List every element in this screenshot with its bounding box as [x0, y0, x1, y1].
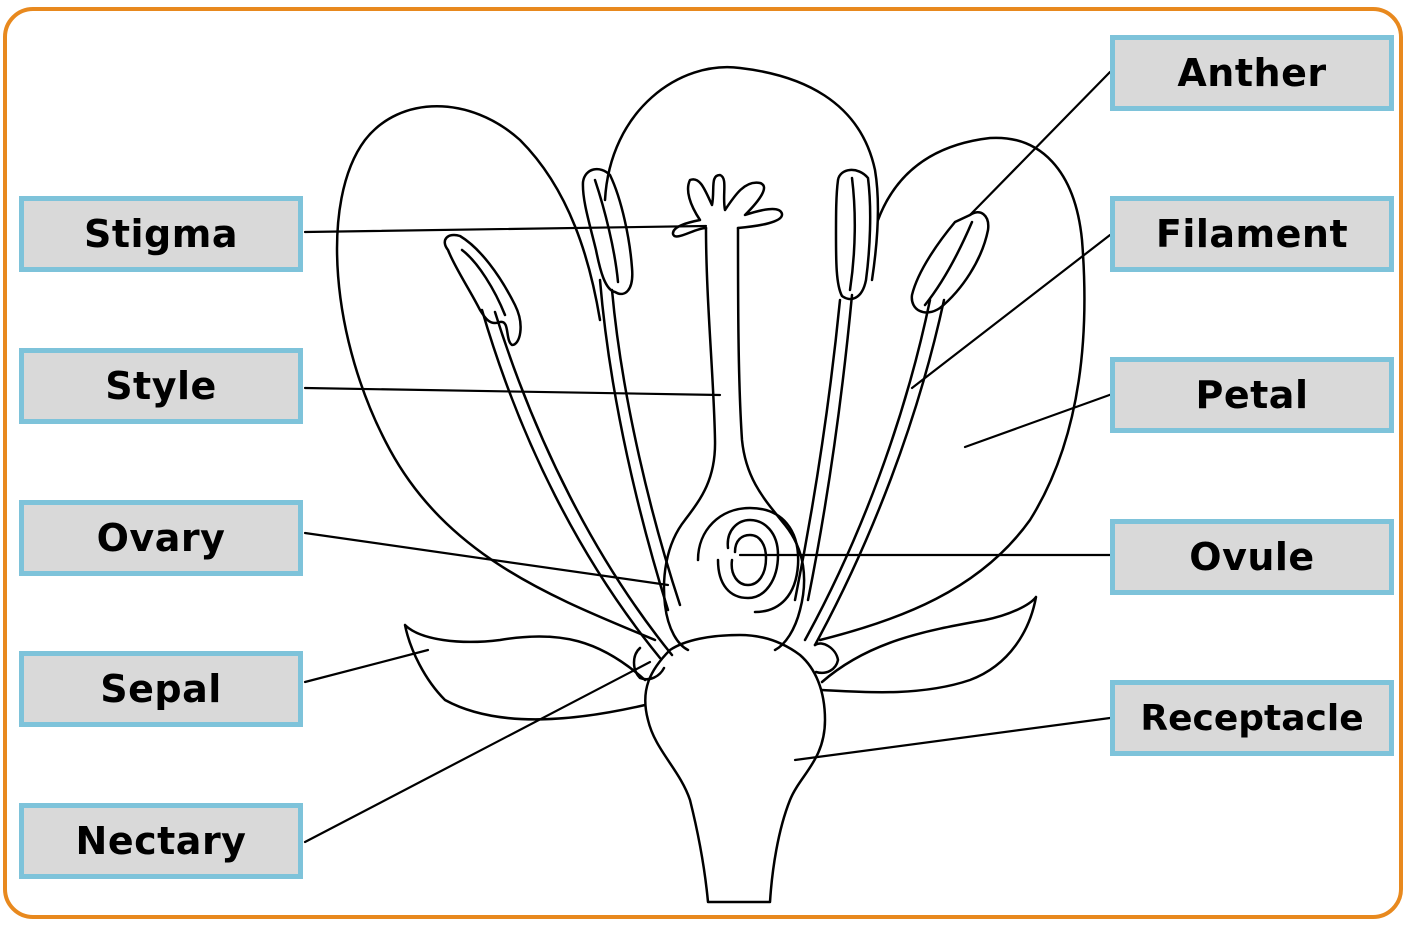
leader-style	[305, 388, 720, 395]
leader-nectary	[305, 662, 650, 842]
label-anther: Anther	[1110, 35, 1394, 111]
pistil-outline	[664, 228, 804, 650]
leader-sepal	[305, 650, 428, 682]
leader-receptacle	[795, 718, 1110, 760]
anther-far-right	[912, 212, 988, 312]
label-style: Style	[19, 348, 303, 424]
label-ovary: Ovary	[19, 500, 303, 576]
label-petal: Petal	[1110, 357, 1394, 433]
label-receptacle: Receptacle	[1110, 680, 1394, 756]
right-sepal	[822, 597, 1036, 692]
leader-petal	[965, 393, 1115, 447]
label-ovule: Ovule	[1110, 519, 1394, 595]
leader-ovary	[305, 533, 668, 585]
label-nectary: Nectary	[19, 803, 303, 879]
right-petal	[820, 138, 1084, 640]
label-sepal: Sepal	[19, 651, 303, 727]
label-filament: Filament	[1110, 196, 1394, 272]
label-stigma: Stigma	[19, 196, 303, 272]
anther-right	[836, 170, 870, 299]
leader-stigma	[305, 226, 706, 232]
nectary-right	[815, 643, 838, 672]
receptacle-shape	[645, 635, 825, 902]
left-sepal	[405, 625, 645, 719]
ovule-shape	[718, 520, 778, 598]
anther-far-left	[445, 235, 521, 345]
leader-anther	[970, 72, 1110, 215]
filament-far-right	[805, 300, 944, 645]
